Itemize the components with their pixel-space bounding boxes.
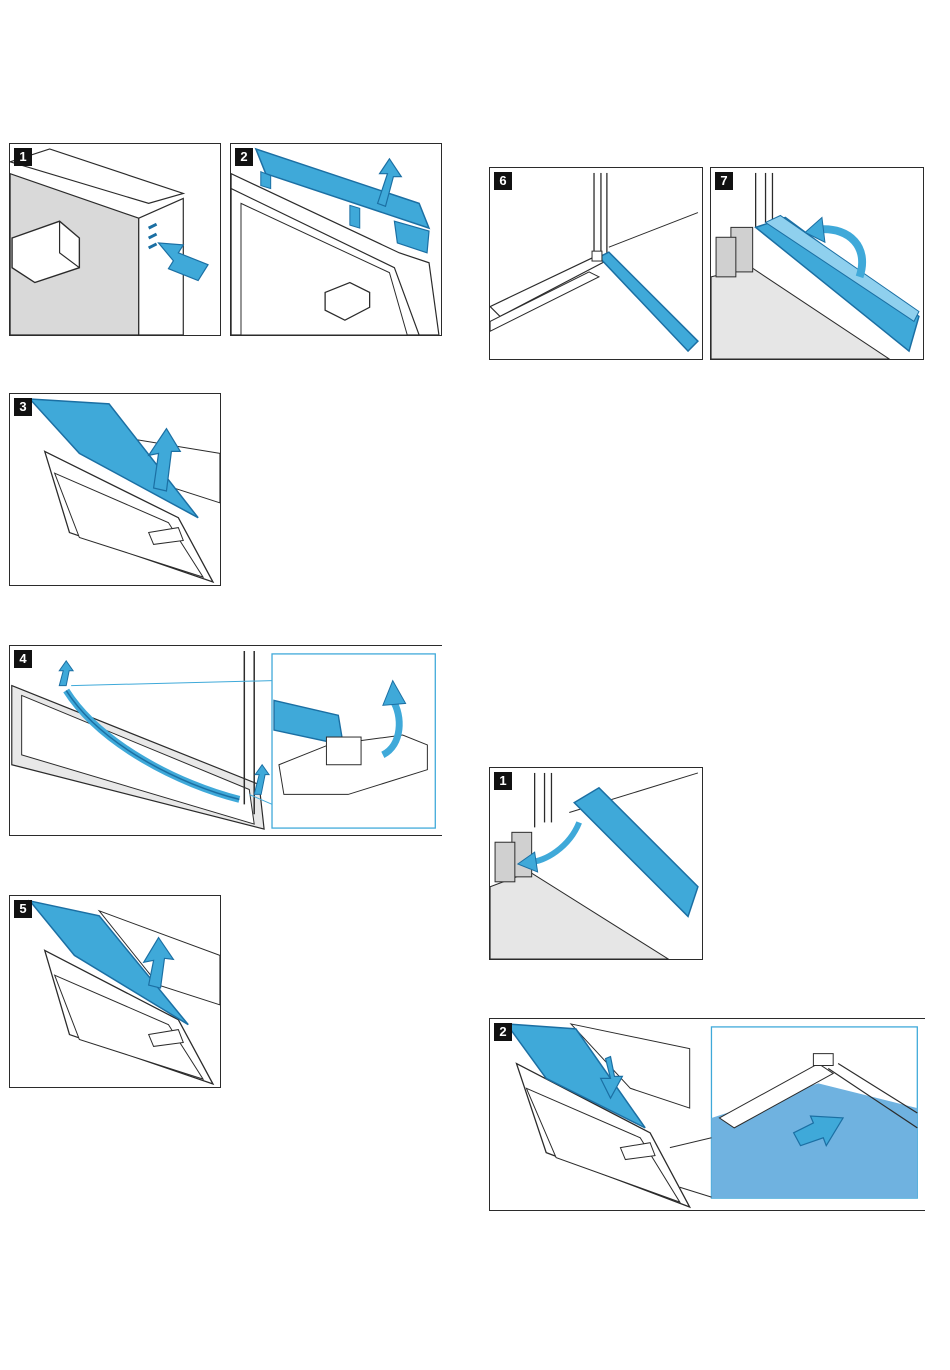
- step-number-badge: 2: [494, 1023, 512, 1041]
- step-panel-2: 2: [230, 143, 442, 336]
- step-number-badge: 7: [715, 172, 733, 190]
- step-number-badge: 5: [14, 900, 32, 918]
- seal-rail-icon: [490, 168, 702, 359]
- step-number-badge: 6: [494, 172, 512, 190]
- step-panel-3: 3: [9, 393, 221, 586]
- step-panel-1: 1: [9, 143, 221, 336]
- step-number-badge: 4: [14, 650, 32, 668]
- lift-cover-strip-icon: [231, 144, 441, 335]
- step-number-badge: 3: [14, 398, 32, 416]
- reinstall-step-panel-2: 2: [489, 1018, 925, 1211]
- step-number-badge: 1: [494, 772, 512, 790]
- flip-seal-icon: [711, 168, 923, 359]
- step-number-badge: 1: [14, 148, 32, 166]
- remove-glass-pane-icon: [10, 394, 220, 585]
- step-number-badge: 2: [235, 148, 253, 166]
- remove-inner-pane-icon: [10, 896, 220, 1087]
- reinstall-step-panel-1: 1: [489, 767, 703, 960]
- step-panel-7: 7: [710, 167, 924, 360]
- vent-insert-arrow-icon: [10, 144, 220, 335]
- insert-pane-detail-icon: [490, 1019, 925, 1210]
- step-panel-6: 6: [489, 167, 703, 360]
- unclip-seal-detail-icon: [10, 646, 442, 835]
- step-panel-5: 5: [9, 895, 221, 1088]
- step-panel-4: 4: [9, 645, 442, 836]
- attach-seal-icon: [490, 768, 702, 959]
